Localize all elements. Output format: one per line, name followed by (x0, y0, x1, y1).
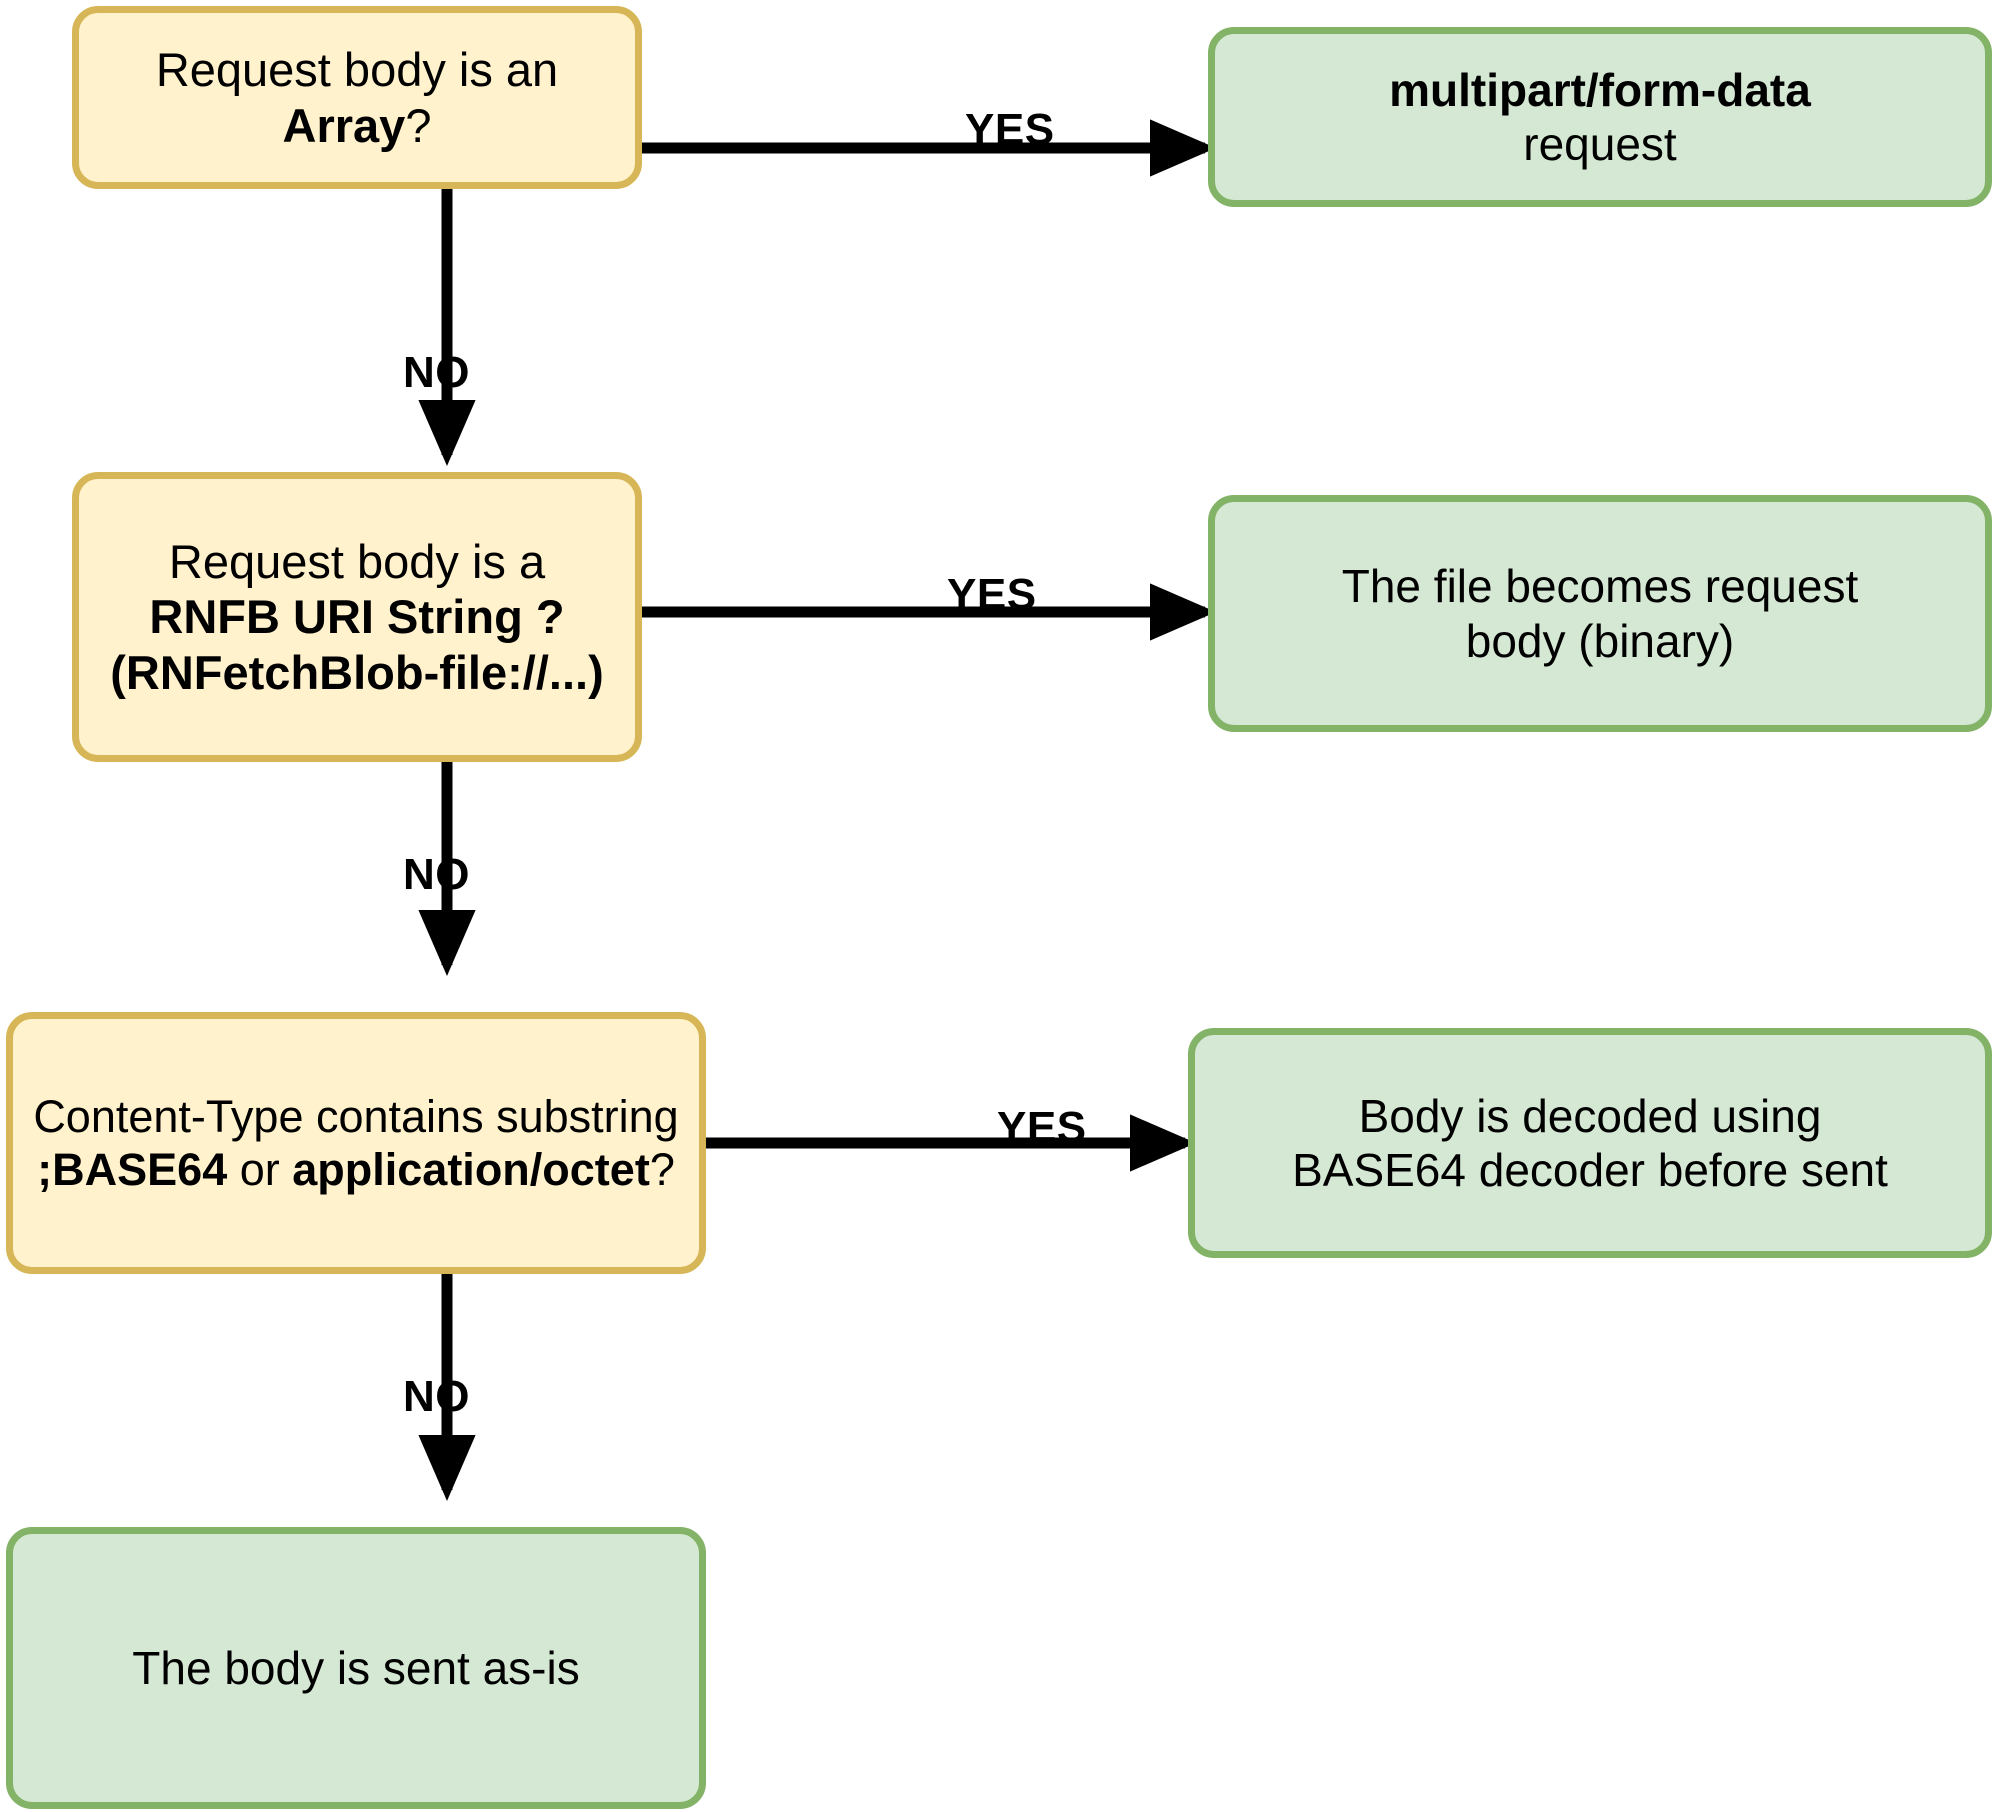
result-3-text: Body is decoded using BASE64 decoder bef… (1195, 1089, 1985, 1198)
edge-label-yes-1: YES (965, 105, 1055, 154)
decision-request-body-is-rnfb-uri-string[interactable]: Request body is a RNFB URI String ? (RNF… (72, 472, 642, 762)
decision-2-line-3: (RNFetchBlob-file://...) (110, 645, 604, 699)
result-file-becomes-request-body[interactable]: The file becomes request body (binary) (1208, 495, 1992, 732)
result-1-line-1: multipart/form-data (1389, 63, 1811, 116)
result-2-line-1: The file becomes request (1341, 560, 1859, 613)
edge-label-yes-2: YES (947, 570, 1037, 619)
edge-label-no-2: NO (403, 850, 470, 899)
result-4-text: The body is sent as-is (13, 1641, 699, 1695)
result-multipart-form-data[interactable]: multipart/form-data request (1208, 27, 1992, 207)
result-3-line-2: BASE64 decoder before sent (1292, 1144, 1888, 1196)
decision-1-text-tail: ? (405, 98, 432, 152)
decision-2-line-1: Request body is a (168, 534, 546, 588)
result-2-line-2: body (binary) (1465, 614, 1735, 667)
decision-3-line-1: Content-Type contains substring (33, 1090, 679, 1142)
decision-3-bold-base64: ;BASE64 (37, 1144, 228, 1195)
decision-1-text: Request body is an Array? (79, 42, 635, 153)
result-1-text: multipart/form-data request (1215, 63, 1985, 172)
result-1-line-2: request (1523, 118, 1677, 170)
decision-content-type-contains-substring[interactable]: Content-Type contains substring ;BASE64 … (6, 1012, 706, 1274)
edge-label-no-3: NO (403, 1372, 470, 1421)
decision-3-line-2: ;BASE64 or application/octet? (27, 1143, 685, 1196)
decision-3-text: Content-Type contains substring ;BASE64 … (13, 1090, 699, 1196)
result-4-line-1: The body is sent as-is (132, 1641, 580, 1694)
decision-2-text: Request body is a RNFB URI String ? (RNF… (79, 534, 635, 700)
decision-1-text-bold: Array (282, 98, 406, 152)
decision-1-text-plain: Request body is an (155, 43, 559, 97)
decision-request-body-is-array[interactable]: Request body is an Array? (72, 6, 642, 189)
result-2-text: The file becomes request body (binary) (1215, 559, 1985, 668)
decision-3-tail: ? (649, 1144, 675, 1195)
decision-3-bold-octet: application/octet (292, 1144, 650, 1195)
edge-label-yes-3: YES (997, 1103, 1087, 1152)
edge-label-no-1: NO (403, 348, 470, 397)
decision-3-mid-or: or (227, 1144, 293, 1195)
result-body-sent-as-is[interactable]: The body is sent as-is (6, 1527, 706, 1809)
decision-2-line-2: RNFB URI String ? (149, 590, 565, 644)
result-3-line-1: Body is decoded using (1358, 1089, 1822, 1142)
result-body-decoded-base64[interactable]: Body is decoded using BASE64 decoder bef… (1188, 1028, 1992, 1258)
